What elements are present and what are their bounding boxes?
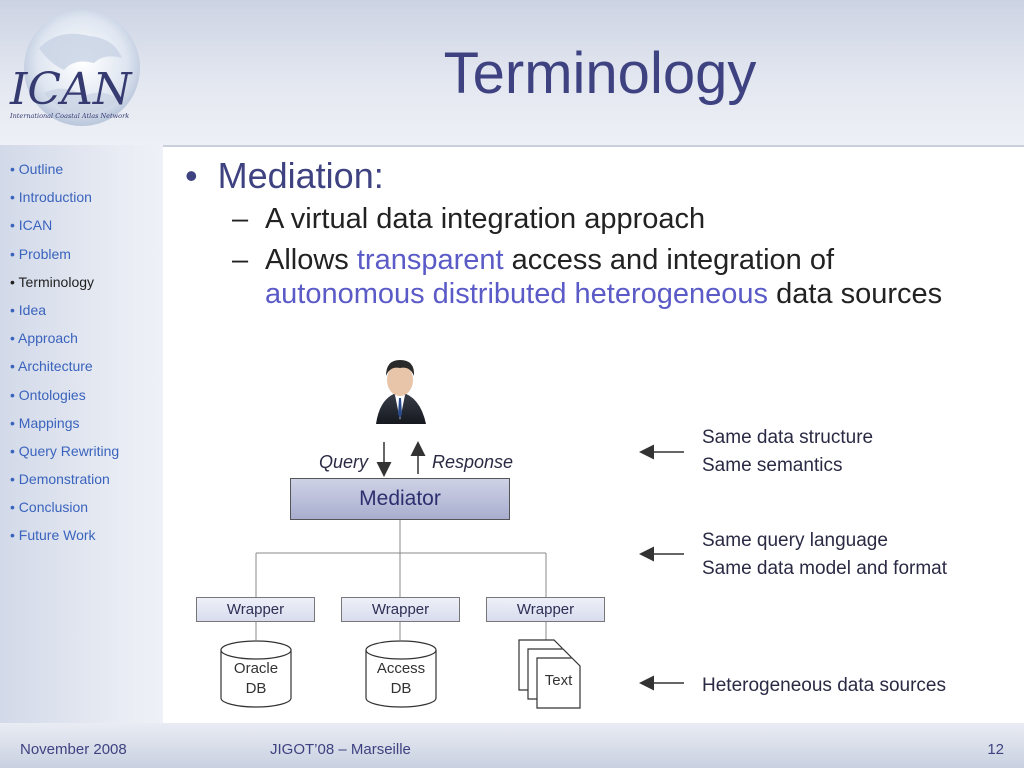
nav-item-problem[interactable]: • Problem (10, 245, 71, 262)
wrapper-box-access: Wrapper (341, 597, 460, 622)
nav-item-ican[interactable]: • ICAN (10, 217, 53, 234)
access-db-label: Access DB (366, 659, 436, 699)
wrapper-box-text: Wrapper (486, 597, 605, 622)
access-db-icon (365, 640, 437, 708)
nav-item-approach[interactable]: • Approach (10, 330, 78, 347)
sub-bullet-2-text: Allows transparent access and integratio… (265, 243, 965, 311)
nav-item-idea[interactable]: • Idea (10, 301, 47, 318)
nav-item-terminology[interactable]: • Terminology (10, 273, 95, 290)
response-label: Response (432, 452, 514, 472)
sub-bullet-1-text: A virtual data integration approach (265, 203, 706, 235)
nav-item-future-work[interactable]: • Future Work (10, 527, 96, 544)
ican-logo: ICAN International Coastal Atlas Network (9, 10, 140, 126)
wrapper-box-oracle: Wrapper (196, 597, 315, 622)
architecture-diagram (220, 360, 684, 709)
header-divider (163, 145, 1024, 147)
note-same-data-model: Same data model and format (702, 558, 948, 579)
slide-title: Terminology (443, 41, 757, 106)
oracle-label-line1: Oracle (233, 660, 279, 677)
footer-date: November 2008 (20, 741, 127, 758)
highlight-autonomous: autonomous distributed heterogeneous (265, 278, 769, 310)
note-same-semantics: Same semantics (702, 455, 843, 476)
highlight-transparent: transparent (356, 244, 504, 276)
nav-list: • Outline • Introduction • ICAN • Problem • … (10, 161, 119, 556)
bullet-glyph: • (185, 155, 198, 196)
slide-footer: November 2008 JIGOT’08 – Marseille 12 (0, 723, 1024, 768)
nav-item-conclusion[interactable]: • Conclusion (10, 499, 89, 516)
dash-glyph: – (232, 203, 249, 235)
footer-page-number: 12 (987, 741, 1004, 758)
dash-glyph: – (232, 244, 249, 276)
note-heterogeneous-sources: Heterogeneous data sources (702, 675, 946, 696)
oracle-label-line2: DB (245, 680, 267, 697)
text-part: access and integration of (503, 244, 835, 276)
text-part: data sources (768, 278, 943, 310)
nav-item-architecture[interactable]: • Architecture (10, 358, 93, 375)
slide-header: ICAN International Coastal Atlas Network… (0, 0, 1024, 145)
sidebar-nav: • Outline • Introduction • ICAN • Problem • … (0, 145, 163, 723)
nav-item-ontologies[interactable]: • Ontologies (10, 386, 86, 403)
note-same-structure: Same data structure (702, 427, 874, 448)
nav-item-mappings[interactable]: • Mappings (10, 414, 80, 431)
query-label: Query (319, 452, 369, 472)
heading-text: Mediation: (217, 155, 384, 196)
nav-item-introduction[interactable]: • Introduction (10, 189, 92, 206)
mediator-box: Mediator (290, 478, 510, 520)
svg-text:International Coastal Atlas Ne: International Coastal Atlas Network (9, 112, 129, 120)
access-label-line2: DB (390, 680, 412, 697)
text-source-label: Text (544, 672, 573, 689)
svg-text:ICAN: ICAN (9, 64, 133, 115)
footer-event: JIGOT’08 – Marseille (270, 741, 411, 758)
nav-item-outline[interactable]: • Outline (10, 161, 64, 177)
text-part: Allows (265, 244, 357, 276)
nav-item-demonstration[interactable]: • Demonstration (10, 471, 110, 488)
nav-item-query-rewriting[interactable]: • Query Rewriting (10, 442, 120, 459)
bullet-heading: • Mediation: (185, 155, 384, 197)
oracle-db-label: Oracle DB (221, 659, 291, 699)
text-documents-icon (518, 639, 581, 709)
note-same-query-language: Same query language (702, 530, 888, 551)
user-icon (376, 360, 426, 424)
oracle-db-icon (220, 640, 292, 708)
access-label-line1: Access (376, 660, 426, 677)
